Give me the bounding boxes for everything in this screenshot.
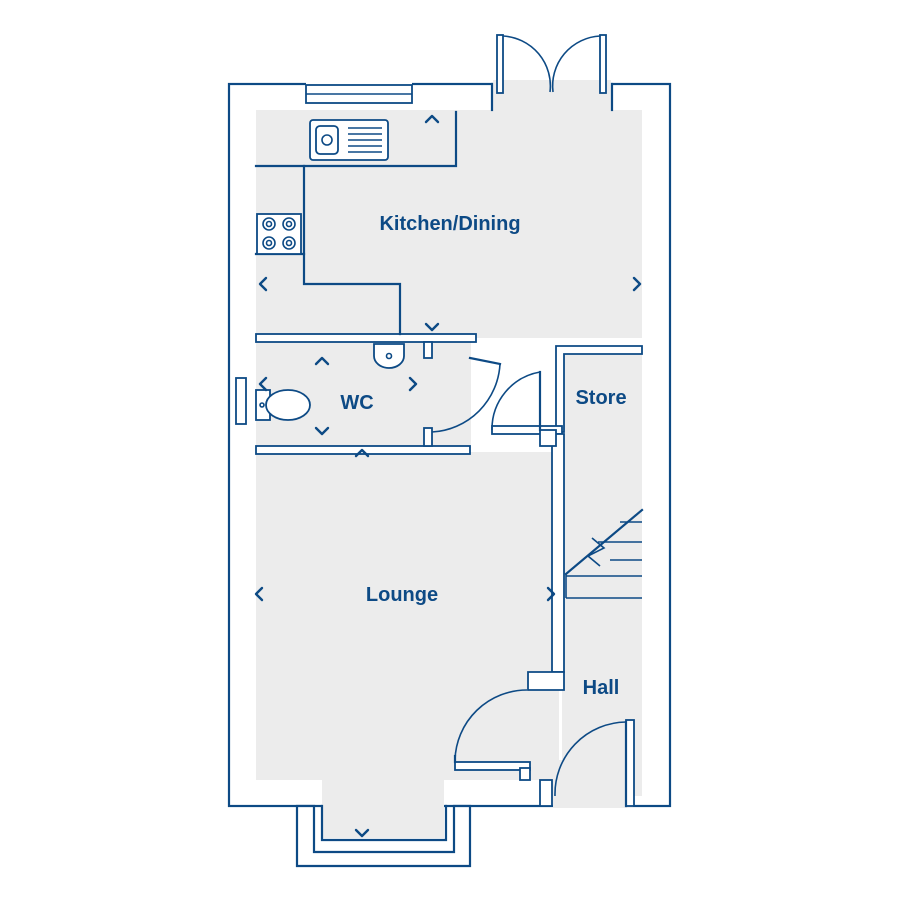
chevron-right-icon [408, 376, 418, 392]
chevron-down-icon [424, 322, 440, 332]
chevron-up-icon [314, 356, 330, 366]
chevron-left-icon [258, 276, 268, 292]
room-label-kitchen-dining: Kitchen/Dining [379, 213, 520, 235]
floor-store [562, 350, 642, 430]
hob-icon [256, 213, 302, 255]
chevron-right-icon [632, 276, 642, 292]
toilet-icon [235, 377, 311, 425]
room-labels: Kitchen/Dining WC Store Lounge Hall [340, 213, 626, 699]
dimension-markers [254, 114, 642, 838]
chevron-up-icon [354, 448, 370, 458]
floor-lounge [256, 452, 559, 780]
doors [431, 356, 628, 808]
chevron-down-icon [314, 426, 330, 436]
french-doors-icon [490, 34, 614, 112]
chevron-down-icon [354, 828, 370, 838]
room-label-lounge: Lounge [366, 584, 438, 606]
chevron-up-icon [424, 114, 440, 124]
room-label-store: Store [575, 387, 626, 409]
chevron-left-icon [254, 586, 264, 602]
staircase-icon [564, 508, 644, 599]
chevron-right-icon [546, 586, 556, 602]
sink-icon [309, 119, 389, 161]
room-label-hall: Hall [583, 677, 620, 699]
chevron-left-icon [258, 376, 268, 392]
bay-window-icon [295, 804, 472, 868]
basin-icon [373, 343, 405, 369]
room-label-wc: WC [340, 392, 373, 414]
kitchen-window [305, 84, 413, 104]
floor-areas [256, 84, 642, 838]
